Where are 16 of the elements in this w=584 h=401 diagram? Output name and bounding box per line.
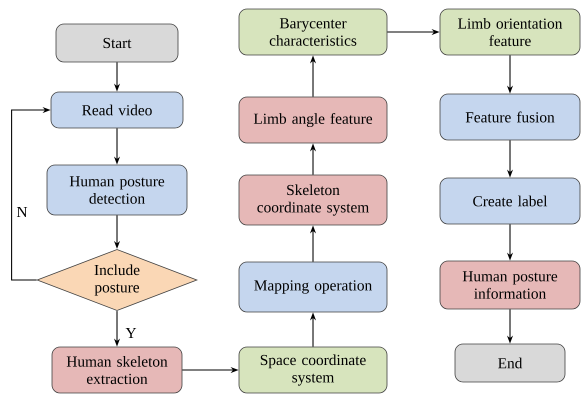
process-box: Human skeleton extraction [52, 346, 182, 394]
process-box: Feature fusion [440, 94, 580, 140]
process-box: Limb angle feature [238, 96, 388, 144]
process-box: Create label [440, 178, 580, 224]
edge-label: Y [124, 326, 138, 340]
process-box: Mapping operation [238, 262, 388, 312]
process-box: Read video [50, 92, 184, 128]
process-box: Space coordinate system [238, 346, 388, 394]
process-box: End [454, 344, 566, 382]
process-box: Start [56, 24, 178, 62]
process-box: Skeleton coordinate system [238, 174, 388, 226]
edge-label: N [15, 206, 29, 218]
process-box: Limb orientation feature [440, 8, 580, 56]
process-box: Barycenter characteristics [238, 8, 388, 56]
process-box: Human posture detection [46, 164, 188, 216]
process-box: Human posture information [440, 260, 580, 310]
